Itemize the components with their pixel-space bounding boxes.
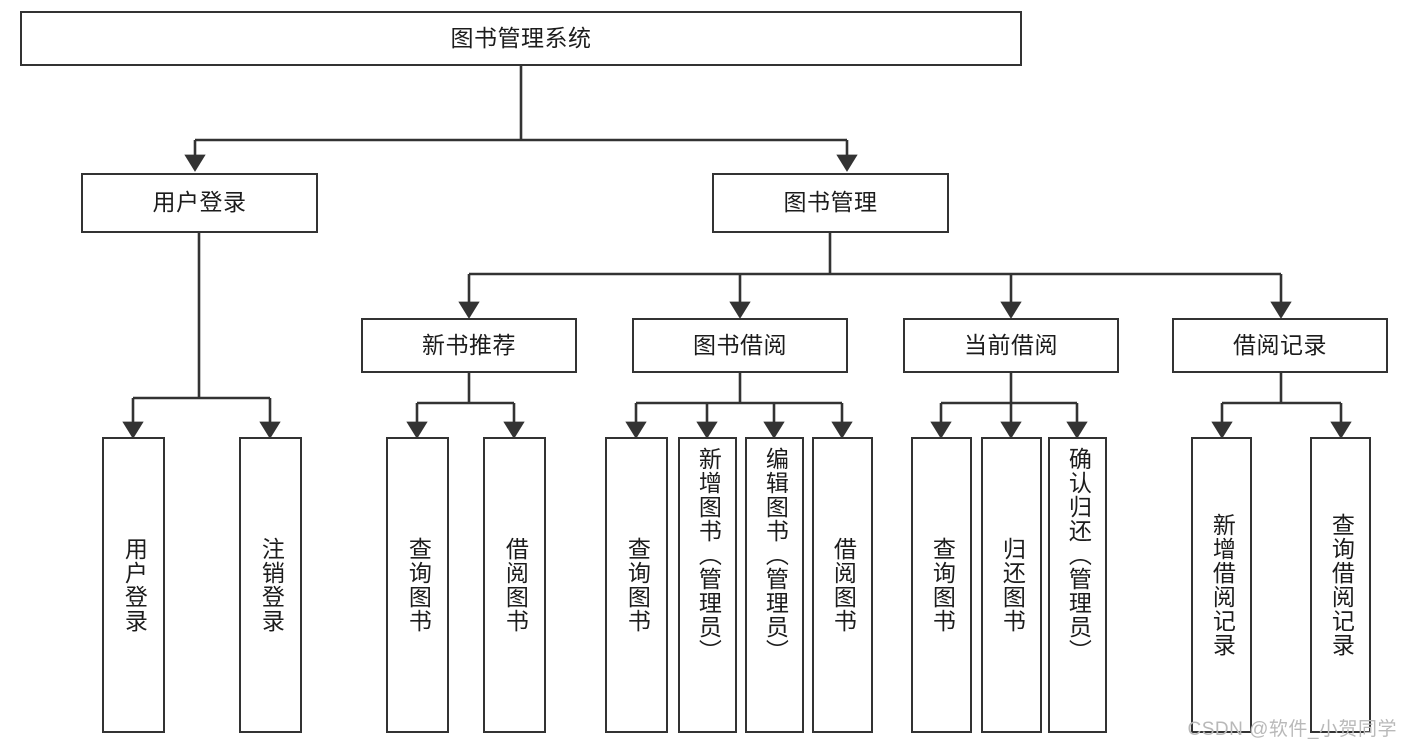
leaf-book-borrow-edit-label: 编辑图书（管理员）	[762, 447, 789, 663]
node-book-management[interactable]: 图书管理	[712, 173, 949, 233]
leaf-book-borrow-query[interactable]: 查询图书	[605, 437, 668, 733]
leaf-user-login-signout-label: 注销登录	[258, 537, 285, 633]
leaf-current-borrow-return-label: 归还图书	[999, 537, 1026, 633]
node-user-login[interactable]: 用户登录	[81, 173, 318, 233]
leaf-borrow-record-query-inner: 查询借阅记录	[1312, 439, 1369, 731]
leaf-user-login-signin-label: 用户登录	[121, 537, 148, 633]
leaf-current-borrow-return[interactable]: 归还图书	[981, 437, 1042, 733]
csdn-watermark: CSDN @软件_小贺同学	[1187, 719, 1397, 740]
leaf-current-borrow-confirm-return-label: 确认归还（管理员）	[1065, 447, 1092, 663]
leaf-new-book-borrow-inner: 借阅图书	[485, 439, 544, 731]
leaf-book-borrow-query-label: 查询图书	[624, 537, 651, 633]
leaf-current-borrow-confirm-return-inner: 确认归还（管理员）	[1050, 439, 1105, 731]
leaf-new-book-query[interactable]: 查询图书	[386, 437, 449, 733]
node-new-book-recommend[interactable]: 新书推荐	[361, 318, 577, 373]
leaf-current-borrow-query-label: 查询图书	[929, 537, 956, 633]
leaf-borrow-record-query-label: 查询借阅记录	[1328, 513, 1355, 657]
leaf-book-borrow-add-label: 新增图书（管理员）	[695, 447, 722, 663]
leaf-current-borrow-query-inner: 查询图书	[913, 439, 970, 731]
leaf-current-borrow-confirm-return[interactable]: 确认归还（管理员）	[1048, 437, 1107, 733]
node-root-label: 图书管理系统	[450, 24, 592, 51]
node-user-login-label: 用户登录	[152, 189, 247, 216]
leaf-current-borrow-query[interactable]: 查询图书	[911, 437, 972, 733]
leaf-borrow-record-add-label: 新增借阅记录	[1209, 513, 1236, 657]
leaf-book-borrow-borrow-inner: 借阅图书	[814, 439, 871, 731]
leaf-new-book-query-inner: 查询图书	[388, 439, 447, 731]
leaf-borrow-record-add-inner: 新增借阅记录	[1193, 439, 1250, 731]
leaf-book-borrow-borrow[interactable]: 借阅图书	[812, 437, 873, 733]
leaf-book-borrow-edit-inner: 编辑图书（管理员）	[747, 439, 802, 731]
leaf-user-login-signin[interactable]: 用户登录	[102, 437, 165, 733]
node-book-borrow-label: 图书借阅	[693, 331, 787, 358]
leaf-user-login-signout[interactable]: 注销登录	[239, 437, 302, 733]
leaf-user-login-signin-inner: 用户登录	[104, 439, 163, 731]
leaf-user-login-signout-inner: 注销登录	[241, 439, 300, 731]
node-borrow-record[interactable]: 借阅记录	[1172, 318, 1388, 373]
node-new-book-recommend-label: 新书推荐	[422, 331, 516, 358]
leaf-book-borrow-add-inner: 新增图书（管理员）	[680, 439, 735, 731]
leaf-new-book-query-label: 查询图书	[405, 537, 432, 633]
leaf-borrow-record-add[interactable]: 新增借阅记录	[1191, 437, 1252, 733]
node-book-borrow[interactable]: 图书借阅	[632, 318, 848, 373]
node-current-borrow-label: 当前借阅	[964, 331, 1058, 358]
leaf-borrow-record-query[interactable]: 查询借阅记录	[1310, 437, 1371, 733]
leaf-new-book-borrow[interactable]: 借阅图书	[483, 437, 546, 733]
leaf-book-borrow-edit[interactable]: 编辑图书（管理员）	[745, 437, 804, 733]
leaf-book-borrow-query-inner: 查询图书	[607, 439, 666, 731]
node-borrow-record-label: 借阅记录	[1233, 331, 1327, 358]
node-root-book-management-system[interactable]: 图书管理系统	[20, 11, 1022, 66]
leaf-new-book-borrow-label: 借阅图书	[502, 537, 529, 633]
leaf-book-borrow-add[interactable]: 新增图书（管理员）	[678, 437, 737, 733]
node-book-management-label: 图书管理	[783, 189, 878, 216]
leaf-book-borrow-borrow-label: 借阅图书	[830, 537, 857, 633]
node-current-borrow[interactable]: 当前借阅	[903, 318, 1119, 373]
leaf-current-borrow-return-inner: 归还图书	[983, 439, 1040, 731]
